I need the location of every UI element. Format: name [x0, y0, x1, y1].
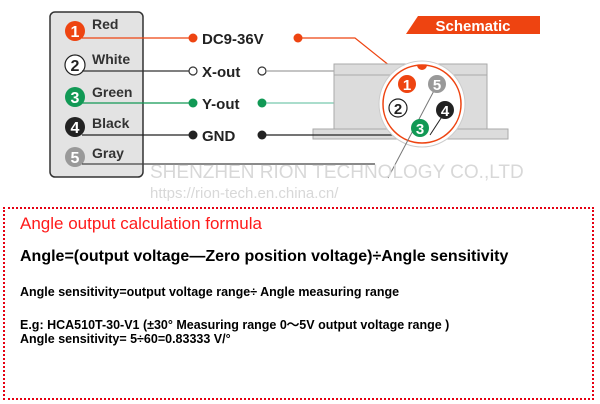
svg-text:2: 2	[394, 101, 402, 118]
wire-5-number: 5	[71, 150, 80, 167]
wire-5-badge	[65, 147, 85, 167]
formula-example: E.g: HCA510T-30-V1 (±30° Measuring range…	[20, 318, 450, 332]
wire-3-color-label: Green	[92, 84, 132, 100]
pin-3-icon	[411, 119, 429, 137]
svg-text:3: 3	[416, 121, 424, 138]
wiring-diagram: 1 Red DC9-36V 2 White X-out 3 Green Y-ou…	[49, 11, 540, 179]
wire-3-number: 3	[71, 90, 80, 107]
wire-row-white: 2 White X-out	[64, 51, 393, 109]
wire-4-badge	[65, 117, 85, 137]
formula-main: Angle=(output voltage—Zero position volt…	[20, 248, 509, 265]
pin-1-icon	[398, 75, 416, 93]
wire-2-badge	[64, 54, 86, 76]
wire-4-number: 4	[71, 120, 80, 137]
formula-example-result: Angle sensitivity= 5÷60=0.83333 V/°	[20, 332, 231, 346]
schematic-label: Schematic	[435, 18, 510, 35]
formula-sensitivity: Angle sensitivity=output voltage range÷ …	[20, 285, 400, 299]
wire-row-black: 4 Black GND	[65, 115, 267, 145]
formula-title: Angle output calculation formula	[20, 214, 262, 233]
signal-y-out: Y-out	[202, 96, 240, 113]
svg-text:4: 4	[441, 103, 450, 120]
svg-text:1: 1	[403, 77, 411, 94]
schematic-tag: Schematic	[406, 16, 540, 35]
wire-1-color-label: Red	[92, 16, 118, 32]
wire-row-gray: 5 Gray	[65, 145, 375, 167]
signal-x-out: X-out	[202, 64, 240, 81]
watermark-company: SHENZHEN RION TECHNOLOGY CO.,LTD	[150, 162, 524, 183]
wire-3-badge	[65, 87, 85, 107]
pin-4-icon	[436, 101, 454, 119]
wire-4-color-label: Black	[92, 115, 130, 131]
formula-box	[3, 207, 594, 400]
svg-text:5: 5	[433, 77, 441, 94]
connector-pinout: 1 5 2 4 3	[378, 60, 466, 179]
wire-2-number: 2	[71, 58, 80, 75]
wire-1-number: 1	[71, 24, 80, 41]
pin-2-icon	[388, 98, 408, 118]
signal-gnd: GND	[202, 128, 236, 145]
wire-2-color-label: White	[92, 51, 130, 67]
pin-5-icon	[428, 75, 446, 93]
signal-dc9-36v: DC9-36V	[202, 31, 264, 48]
watermark-url: https://rion-tech.en.china.cn/	[150, 185, 339, 202]
wire-1-badge	[65, 21, 85, 41]
wire-5-color-label: Gray	[92, 145, 124, 161]
